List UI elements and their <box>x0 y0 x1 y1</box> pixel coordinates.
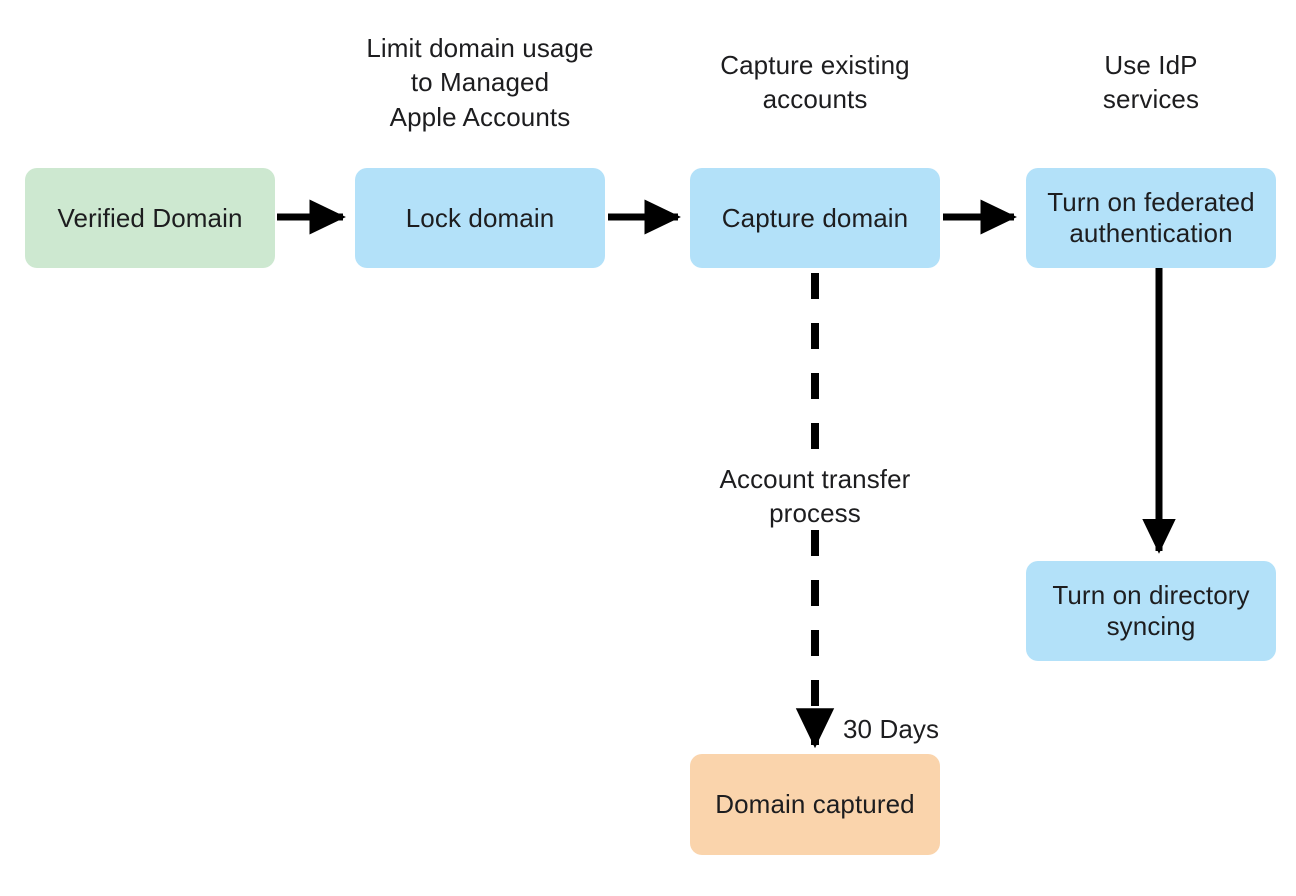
node-federated-authentication-label: Turn on federated authentication <box>1047 187 1255 248</box>
node-capture-domain[interactable]: Capture domain <box>690 168 940 268</box>
caption-federated-auth: Use IdP services <box>1102 50 1200 115</box>
edge-label-thirty-days: 30 Days <box>843 714 940 744</box>
node-domain-captured-label: Domain captured <box>715 789 915 820</box>
node-verified-domain[interactable]: Verified Domain <box>25 168 275 268</box>
node-directory-syncing[interactable]: Turn on directory syncing <box>1026 561 1276 661</box>
node-lock-domain[interactable]: Lock domain <box>355 168 605 268</box>
caption-capture-domain: Capture existing accounts <box>720 50 910 115</box>
edge-label-account-transfer-process: Account transfer process <box>719 464 911 529</box>
node-verified-domain-label: Verified Domain <box>57 202 243 233</box>
node-domain-captured[interactable]: Domain captured <box>690 754 940 855</box>
node-capture-domain-label: Capture domain <box>721 202 909 233</box>
node-federated-authentication[interactable]: Turn on federated authentication <box>1026 168 1276 268</box>
node-lock-domain-label: Lock domain <box>405 202 555 233</box>
node-directory-syncing-label: Turn on directory syncing <box>1052 580 1250 641</box>
caption-lock-domain: Limit domain usage to Managed Apple Acco… <box>366 33 594 132</box>
